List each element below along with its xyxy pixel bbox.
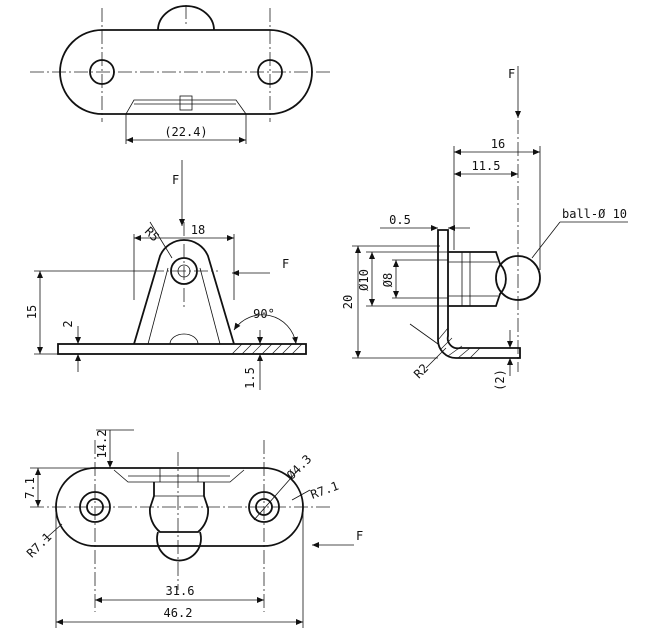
dim-side-r2: R2	[411, 361, 431, 381]
dim-bottom-7-1: 7.1	[23, 477, 37, 499]
front-hatch	[231, 343, 303, 355]
bottom-view: F 14.2 7.1 R7.1 Ø4.3 R7.1 31.6 46.2	[23, 430, 363, 628]
dim-side-20: 20	[341, 295, 355, 309]
force-label-front-top: F	[172, 173, 179, 187]
dim-front-2: 2	[61, 320, 75, 327]
ball-diameter-label: ball-Ø 10	[562, 207, 627, 221]
dim-front-18: 18	[191, 223, 205, 237]
force-label-bottom: F	[356, 529, 363, 543]
dim-front-15: 15	[25, 305, 39, 319]
dim-front-r5: R5	[142, 224, 162, 244]
force-label-side: F	[508, 67, 515, 81]
dim-side-2: (2)	[493, 369, 507, 391]
force-label-front-right: F	[282, 257, 289, 271]
dim-side-11-5: 11.5	[472, 159, 501, 173]
dim-bottom-31-6: 31.6	[166, 584, 195, 598]
angle-label: 90°	[253, 307, 275, 321]
dim-bottom-14-2: 14.2	[95, 430, 109, 459]
dim-bottom-r7-1-right: R7.1	[309, 479, 341, 502]
front-view: F F 18 R5	[25, 160, 307, 390]
dim-side-dia10: Ø10	[357, 269, 371, 291]
dim-front-1-5: 1.5	[243, 367, 257, 389]
dim-side-0-5: 0.5	[389, 213, 411, 227]
dim-side-16: 16	[491, 137, 505, 151]
dim-bottom-46-2: 46.2	[164, 606, 193, 620]
dim-bottom-dia4-3: Ø4.3	[284, 452, 314, 482]
side-view: F 16 11.5 0.5 ball-	[341, 66, 628, 391]
side-hatch	[437, 327, 481, 359]
dim-side-dia8: Ø8	[381, 273, 395, 287]
top-view: (22.4)	[30, 5, 330, 144]
dim-top-width: (22.4)	[164, 125, 207, 139]
